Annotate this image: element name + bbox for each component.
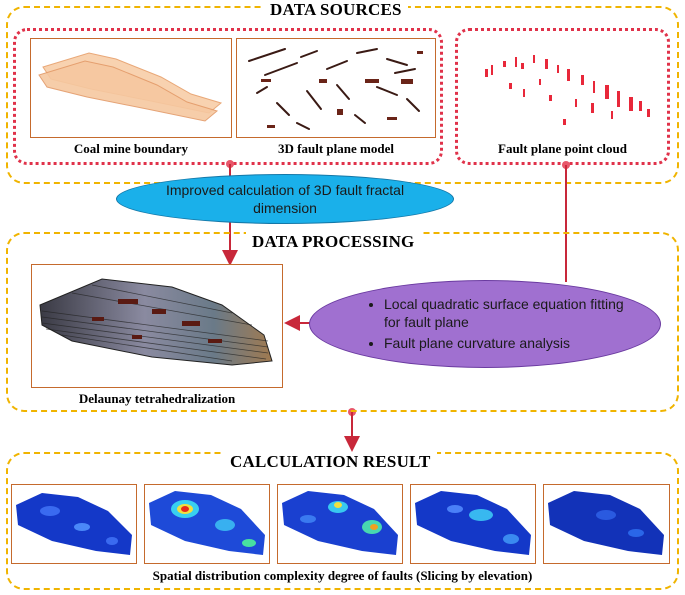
point-cloud-image [485,55,650,125]
delaunay-label: Delaunay tetrahedralization [78,391,236,406]
result-slice-4 [410,484,536,564]
fault-plane-model-panel [236,38,436,138]
curvature-bullet-2: Fault plane curvature analysis [384,334,634,352]
result-slice-5-image [548,491,664,555]
point-cloud-label: Fault plane point cloud [498,141,627,156]
result-caption: Spatial distribution complexity degree o… [152,568,533,583]
curvature-analysis-list: Local quadratic surface equation fitting… [368,295,634,352]
result-slice-3-image [282,491,398,555]
point-cloud-panel [462,38,663,138]
coal-mine-boundary-image [38,52,223,122]
delaunay-model-panel [31,264,283,388]
fractal-dimension-text: Improved calculation of 3D fault fractal… [165,182,405,216]
curvature-bullet-1: Local quadratic surface equation fitting… [384,295,634,331]
coal-mine-boundary-label: Coal mine boundary [73,141,189,156]
result-slice-4-image [415,491,531,555]
result-slice-5 [543,484,670,564]
fractal-dimension-ellipse: Improved calculation of 3D fault fractal… [116,174,454,224]
curvature-analysis-ellipse: Local quadratic surface equation fitting… [309,280,661,368]
calculation-result-title: CALCULATION RESULT [224,452,437,472]
coal-mine-boundary-panel [30,38,232,138]
fault-plane-model-label: 3D fault plane model [278,141,394,156]
result-slice-3 [277,484,403,564]
result-slice-1 [11,484,137,564]
fault-plane-model-image [248,48,423,130]
result-slice-2 [144,484,270,564]
data-sources-title: DATA SOURCES [264,0,408,20]
result-slice-2-image [149,491,265,555]
data-processing-title: DATA PROCESSING [246,232,421,252]
delaunay-model-image [39,278,273,366]
result-slice-1-image [16,493,132,555]
